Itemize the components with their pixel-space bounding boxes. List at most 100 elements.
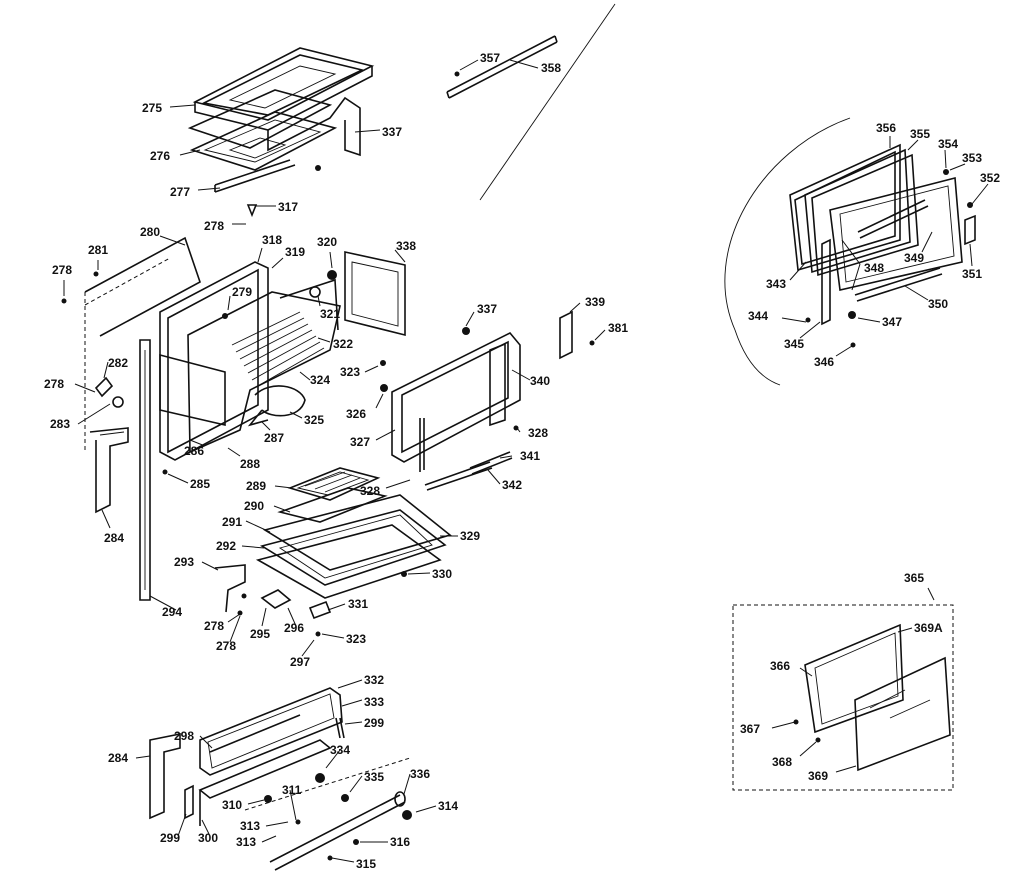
label-289: 289 (246, 479, 266, 493)
label-288: 288 (240, 457, 260, 471)
label-277: 277 (170, 185, 190, 199)
label-315: 315 (356, 857, 376, 871)
label-333: 333 (364, 695, 384, 709)
label-318: 318 (262, 233, 282, 247)
label-345: 345 (784, 337, 804, 351)
oven-door-frame (391, 310, 595, 491)
label-334: 334 (330, 743, 350, 757)
leader-lines (63, 59, 989, 863)
label-351: 351 (962, 267, 982, 281)
label-291: 291 (222, 515, 242, 529)
label-287: 287 (264, 431, 284, 445)
label-278: 278 (204, 619, 224, 633)
label-275: 275 (142, 101, 162, 115)
label-314: 314 (438, 799, 458, 813)
label-299: 299 (364, 716, 384, 730)
label-297: 297 (290, 655, 310, 669)
label-280: 280 (140, 225, 160, 239)
label-369A: 369A (914, 621, 943, 635)
label-316: 316 (390, 835, 410, 849)
label-319: 319 (285, 245, 305, 259)
label-328: 328 (528, 426, 548, 440)
label-358: 358 (541, 61, 561, 75)
label-337: 337 (477, 302, 497, 316)
label-284: 284 (104, 531, 124, 545)
label-338: 338 (396, 239, 416, 253)
label-381: 381 (608, 321, 628, 335)
label-286: 286 (184, 444, 204, 458)
label-311: 311 (282, 783, 302, 797)
label-350: 350 (928, 297, 948, 311)
label-300: 300 (198, 831, 218, 845)
label-340: 340 (530, 374, 550, 388)
label-342: 342 (502, 478, 522, 492)
label-320: 320 (317, 235, 337, 249)
label-357: 357 (480, 51, 500, 65)
label-324: 324 (310, 373, 330, 387)
label-336: 336 (410, 767, 430, 781)
label-276: 276 (150, 149, 170, 163)
window-kit-box (732, 604, 954, 791)
label-317: 317 (278, 200, 298, 214)
label-339: 339 (585, 295, 605, 309)
label-298: 298 (174, 729, 194, 743)
label-348: 348 (864, 261, 884, 275)
label-349: 349 (904, 251, 924, 265)
label-279: 279 (232, 285, 252, 299)
rod-assembly-358 (446, 35, 558, 99)
label-365: 365 (904, 571, 924, 585)
label-326: 326 (346, 407, 366, 421)
label-310: 310 (222, 798, 242, 812)
label-323: 323 (340, 365, 360, 379)
label-323: 323 (346, 632, 366, 646)
label-322: 322 (333, 337, 353, 351)
label-313: 313 (240, 819, 260, 833)
label-283: 283 (50, 417, 70, 431)
label-331: 331 (348, 597, 368, 611)
label-299: 299 (160, 831, 180, 845)
label-347: 347 (882, 315, 902, 329)
label-290: 290 (244, 499, 264, 513)
label-366: 366 (770, 659, 790, 673)
label-367: 367 (740, 722, 760, 736)
label-278: 278 (52, 263, 72, 277)
label-335: 335 (364, 770, 384, 784)
label-356: 356 (876, 121, 896, 135)
label-346: 346 (814, 355, 834, 369)
label-369: 369 (808, 769, 828, 783)
label-352: 352 (980, 171, 1000, 185)
part-labels: 275 276 277 278 317 337 357 358 280 281 … (44, 51, 1000, 871)
label-330: 330 (432, 567, 452, 581)
label-278: 278 (44, 377, 64, 391)
label-355: 355 (910, 127, 930, 141)
label-284: 284 (108, 751, 128, 765)
control-panel-assembly (149, 687, 412, 871)
label-278: 278 (216, 639, 236, 653)
label-313: 313 (236, 835, 256, 849)
label-368: 368 (772, 755, 792, 769)
label-344: 344 (748, 309, 768, 323)
label-327: 327 (350, 435, 370, 449)
label-343: 343 (766, 277, 786, 291)
label-282: 282 (108, 356, 128, 370)
label-293: 293 (174, 555, 194, 569)
label-321: 321 (320, 307, 340, 321)
label-328: 328 (360, 484, 380, 498)
oven-liner-assembly (61, 236, 406, 601)
label-296: 296 (284, 621, 304, 635)
label-285: 285 (190, 477, 210, 491)
label-332: 332 (364, 673, 384, 687)
label-281: 281 (88, 243, 108, 257)
label-329: 329 (460, 529, 480, 543)
separator-curves (479, 3, 851, 386)
label-295: 295 (250, 627, 270, 641)
label-278: 278 (204, 219, 224, 233)
door-detail-assembly (789, 143, 976, 348)
label-354: 354 (938, 137, 958, 151)
label-353: 353 (962, 151, 982, 165)
label-292: 292 (216, 539, 236, 553)
top-drip-pan-assembly (187, 47, 375, 218)
label-341: 341 (520, 449, 540, 463)
label-294: 294 (162, 605, 182, 619)
